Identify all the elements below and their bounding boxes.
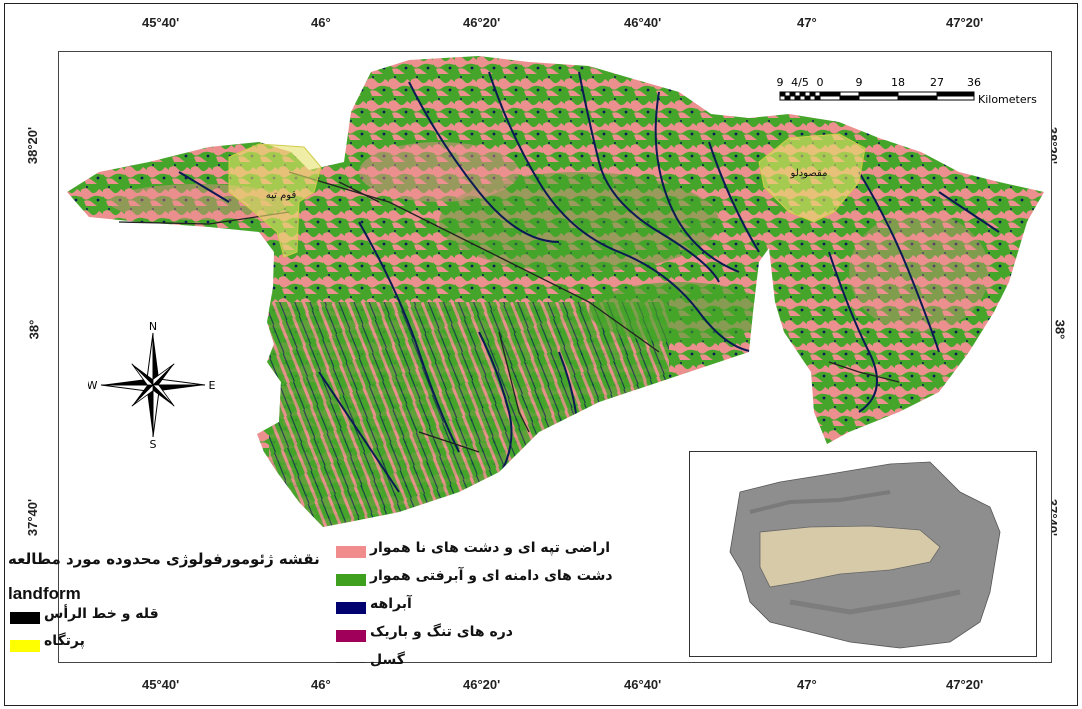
bottom-tick-6: 47°20' <box>946 677 984 692</box>
legend-label-hill: اراضی تپه ای و دشت های نا هموار <box>370 540 611 556</box>
bottom-tick-4: 46°40' <box>624 677 662 692</box>
bottom-tick-3: 46°20' <box>463 677 501 692</box>
legend-title: نقشه ژئومورفولوژی محدوده مورد مطالعه <box>8 550 320 568</box>
compass-s: S <box>150 438 157 450</box>
inset-study-area <box>759 525 941 588</box>
fault-lines <box>118 171 900 453</box>
place-label-left: قوم تپه <box>266 190 297 201</box>
right-tick-2: 38° <box>1052 319 1068 340</box>
compass-n: N <box>149 320 157 333</box>
top-tick-6: 47°20' <box>946 15 984 30</box>
scale-label-4: 9 <box>856 76 863 89</box>
place-label-right: مقصودلو <box>790 168 828 179</box>
legend-swatch-peak <box>10 612 40 624</box>
legend-swatch-stream <box>336 602 366 614</box>
drainage-network <box>178 71 1000 493</box>
left-tick-3: 37°40' <box>25 498 41 537</box>
legend-label-stream: آبراهه <box>370 596 412 612</box>
legend-swatch-hill <box>336 546 366 558</box>
map-area: قوم تپه مقصودلو <box>58 51 1052 663</box>
left-tick-1: 38°20' <box>25 126 41 165</box>
top-tick-5: 47° <box>797 15 817 30</box>
inset-map <box>689 451 1037 657</box>
legend-label-valley: دره های تنگ و باریک <box>370 624 513 640</box>
geomorphology-map: قوم تپه مقصودلو <box>67 56 1044 527</box>
legend-label-fault: گسل <box>370 652 405 668</box>
scale-label-5: 18 <box>891 76 905 89</box>
bottom-tick-5: 47° <box>797 677 817 692</box>
bottom-tick-2: 46° <box>311 677 331 692</box>
scale-label-3: 0 <box>817 76 824 89</box>
left-tick-2: 38° <box>26 319 42 340</box>
legend-heading: landform <box>8 584 81 603</box>
scale-bar: 9 4/5 0 9 18 27 36 Kilometers <box>774 76 1044 116</box>
scarp-area-right <box>758 133 866 223</box>
scale-label-6: 27 <box>930 76 944 89</box>
top-tick-4: 46°40' <box>624 15 662 30</box>
scale-label-7: 36 <box>967 76 981 89</box>
scale-unit: Kilometers <box>978 93 1037 106</box>
scale-label-2: 4/5 <box>791 76 809 89</box>
compass-rose: N S E W <box>88 320 216 450</box>
compass-w: W <box>88 379 98 392</box>
legend-swatch-fault <box>336 662 366 663</box>
scarp-area-left <box>228 143 322 258</box>
legend-label-plain: دشت های دامنه ای و آبرفتی هموار <box>370 568 613 584</box>
legend-swatch-scarp <box>10 640 40 652</box>
top-tick-3: 46°20' <box>463 15 501 30</box>
legend-swatch-valley <box>336 630 366 642</box>
legend-label-peak: قله و خط الرأس <box>44 606 159 622</box>
legend-swatch-plain <box>336 574 366 586</box>
scale-label-1: 9 <box>777 76 784 89</box>
compass-e: E <box>209 379 216 392</box>
top-tick-2: 46° <box>311 15 331 30</box>
top-tick-1: 45°40' <box>142 15 180 30</box>
bottom-tick-1: 45°40' <box>142 677 180 692</box>
legend-label-scarp: پرتگاه <box>44 633 85 649</box>
